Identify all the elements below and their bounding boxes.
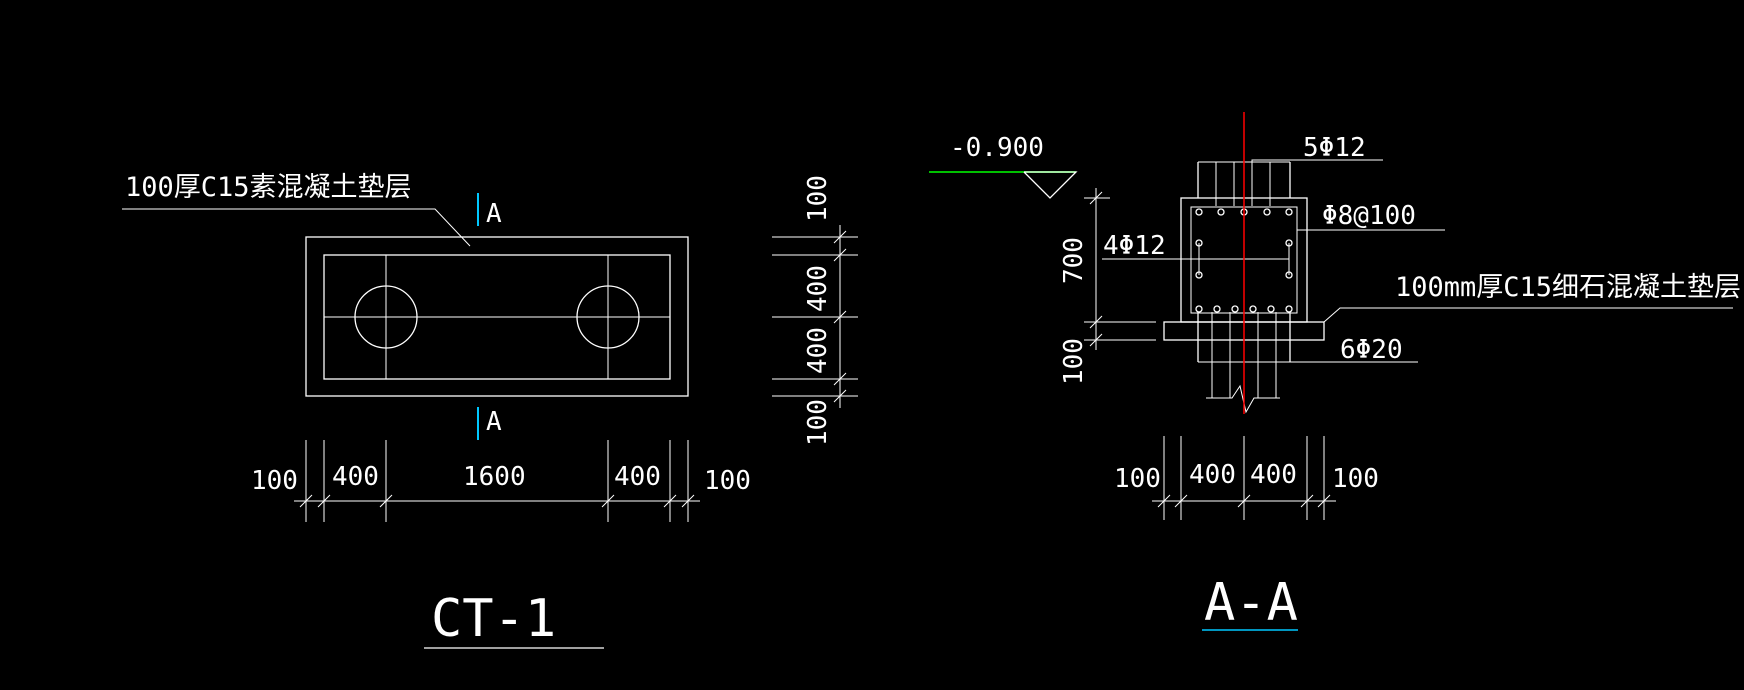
section-dim-3: 400 bbox=[1250, 460, 1297, 490]
plan-cushion-outline bbox=[305, 236, 689, 397]
plan-cushion-note: 100厚C15素混凝土垫层 bbox=[125, 172, 412, 203]
plan-title: CT-1 bbox=[431, 589, 556, 649]
plan-dim-4: 400 bbox=[614, 462, 661, 492]
section-mark-bottom: A bbox=[486, 407, 502, 437]
plan-side-dimensions: 100 400 400 100 bbox=[772, 175, 858, 446]
plan-dim-3: 1600 bbox=[463, 462, 526, 492]
elevation-triangle bbox=[1023, 171, 1078, 199]
plan-side-dim-4: 100 bbox=[803, 399, 833, 446]
pile-break-line bbox=[1206, 384, 1280, 414]
pile-right bbox=[576, 285, 640, 349]
top-bars-leader bbox=[1251, 159, 1383, 162]
bottom-bars-label: 6Φ20 bbox=[1340, 335, 1403, 365]
plan-dim-1: 100 bbox=[251, 466, 298, 496]
section-mark-top: A bbox=[486, 199, 502, 229]
section-bottom-dimensions: 100 400 400 100 bbox=[1114, 436, 1379, 520]
elevation-label: -0.900 bbox=[950, 133, 1044, 163]
section-dim-4: 100 bbox=[1332, 464, 1379, 494]
bottom-bars bbox=[1195, 305, 1293, 313]
section-dim-1: 100 bbox=[1114, 464, 1161, 494]
section-title: A-A bbox=[1204, 573, 1298, 633]
plan-view: 100厚C15素混凝土垫层 A A 100 400 1600 400 100 bbox=[122, 172, 858, 649]
plan-cushion-leader bbox=[122, 208, 471, 247]
plan-bottom-dimensions: 100 400 1600 400 100 bbox=[251, 440, 751, 522]
plan-side-dim-1: 100 bbox=[803, 175, 833, 222]
top-bars-label: 5Φ12 bbox=[1303, 133, 1366, 163]
section-cushion-note: 100mm厚C15细石混凝土垫层 bbox=[1395, 272, 1741, 303]
plan-side-dim-2: 400 bbox=[803, 265, 833, 312]
section-dim-100: 100 bbox=[1059, 338, 1089, 385]
plan-dim-2: 400 bbox=[332, 462, 379, 492]
section-dim-700: 700 bbox=[1059, 237, 1089, 284]
section-height-dimensions: 700 100 bbox=[1059, 188, 1156, 385]
section-view: -0.900 bbox=[929, 112, 1741, 633]
section-dim-2: 400 bbox=[1189, 460, 1236, 490]
side-bars-label: 4Φ12 bbox=[1103, 231, 1166, 261]
plan-dim-5: 100 bbox=[704, 466, 751, 496]
plan-side-dim-3: 400 bbox=[803, 327, 833, 374]
stirrup-label: Φ8@100 bbox=[1322, 201, 1416, 231]
pile-left bbox=[354, 285, 418, 349]
section-cushion-leader bbox=[1323, 307, 1733, 323]
